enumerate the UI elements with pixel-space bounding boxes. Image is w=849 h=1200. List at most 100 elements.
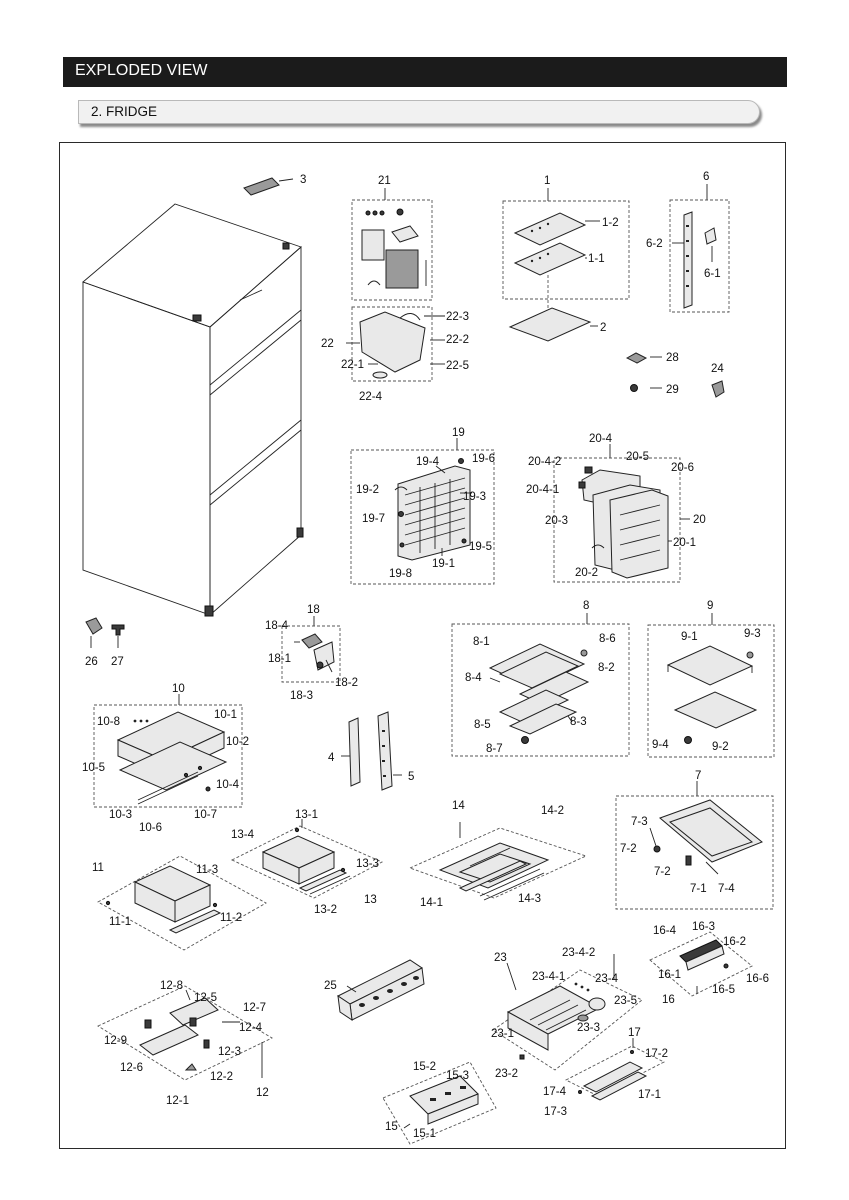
part-15 [382,1061,497,1145]
part-16 [649,931,753,997]
label-9-2: 9-2 [712,741,729,753]
label-7-2a: 7-2 [620,843,637,855]
label-18-4: 18-4 [265,620,289,632]
label-23-2: 23-2 [495,1068,518,1080]
label-10: 10 [172,683,185,695]
part-25 [337,959,425,1022]
label-10-3: 10-3 [109,809,132,821]
label-7-4: 7-4 [718,883,735,895]
label-17: 17 [628,1027,641,1039]
label-7-2b: 7-2 [654,866,671,878]
label-14-3: 14-3 [518,893,541,905]
label-5: 5 [408,771,414,783]
part-18 [281,616,341,683]
part-28-29-24 [625,352,725,398]
label-20-3: 20-3 [545,515,568,527]
label-16-5: 16-5 [712,984,735,996]
label-28: 28 [666,352,679,364]
label-19-6: 19-6 [472,453,495,465]
label-19: 19 [452,427,465,439]
label-17-1: 17-1 [638,1089,661,1101]
label-15-2: 15-2 [413,1061,436,1073]
label-10-8: 10-8 [97,716,120,728]
label-23-4: 23-4 [595,973,619,985]
part-26-27 [85,617,125,648]
label-12-7: 12-7 [243,1002,266,1014]
label-7: 7 [695,770,701,782]
label-8-2: 8-2 [598,662,615,674]
label-23-1: 23-1 [491,1028,514,1040]
label-6-2: 6-2 [646,238,663,250]
label-12-2: 12-2 [210,1071,233,1083]
label-22-3: 22-3 [446,311,469,323]
label-23: 23 [494,952,507,964]
label-19-2: 19-2 [356,484,379,496]
label-18-3: 18-3 [290,690,313,702]
label-6-1: 6-1 [704,268,721,280]
header-bar: EXPLODED VIEW [63,57,787,87]
label-14-2: 14-2 [541,805,564,817]
fridge-cabinet [82,203,304,617]
label-16-4: 16-4 [653,925,677,937]
label-4: 4 [328,752,335,764]
label-23-4-1: 23-4-1 [532,971,565,983]
label-8-5: 8-5 [474,719,491,731]
label-22: 22 [321,338,334,350]
label-19-3: 19-3 [463,491,486,503]
part-17 [565,1038,665,1101]
part-12 [97,985,273,1081]
label-22-1: 22-1 [341,359,364,371]
label-25: 25 [324,980,337,992]
label-10-6: 10-6 [139,822,162,834]
label-16-2: 16-2 [723,936,746,948]
label-13-2: 13-2 [314,904,337,916]
page-title: EXPLODED VIEW [75,62,208,79]
label-16-6: 16-6 [746,973,769,985]
label-26: 26 [85,656,98,668]
label-23-4-2: 23-4-2 [562,947,595,959]
label-10-4: 10-4 [216,779,240,791]
label-18: 18 [307,604,320,616]
label-22-2: 22-2 [446,334,469,346]
label-10-5: 10-5 [82,762,105,774]
callout-labels: 3 21 22-3 22-2 22 22-1 22-5 22-4 1 1-2 1… [82,171,769,1140]
section-tab: 2. FRIDGE [78,100,760,124]
part-1-2 [502,188,630,342]
label-20-4-2: 20-4-2 [528,456,561,468]
label-12-3: 12-3 [218,1046,241,1058]
label-20: 20 [693,514,706,526]
label-8-7: 8-7 [486,743,503,755]
label-17-3: 17-3 [544,1106,567,1118]
label-16: 16 [662,994,675,1006]
label-17-2: 17-2 [645,1048,668,1060]
label-2: 2 [600,322,606,334]
label-19-1: 19-1 [432,558,455,570]
diagram-frame [59,142,786,1149]
label-14: 14 [452,800,465,812]
label-23-5: 23-5 [614,995,637,1007]
label-19-7: 19-7 [362,513,385,525]
label-13: 13 [364,894,377,906]
label-12-5: 12-5 [194,992,217,1004]
label-19-4: 19-4 [416,456,440,468]
part-7 [615,781,774,910]
label-9-3: 9-3 [744,628,761,640]
label-12-8: 12-8 [160,980,183,992]
label-27: 27 [111,656,124,668]
label-7-3: 7-3 [631,816,648,828]
label-11-3: 11-3 [196,864,218,876]
label-15: 15 [385,1121,398,1133]
label-13-1: 13-1 [295,809,318,821]
label-8-6: 8-6 [599,633,616,645]
label-15-1: 15-1 [413,1128,436,1140]
label-10-7: 10-7 [194,809,217,821]
label-12-1: 12-1 [166,1095,189,1107]
label-10-1: 10-1 [214,709,237,721]
part-3 [243,177,294,196]
label-11-2: 11-2 [220,912,242,924]
label-11-1: 11-1 [109,916,131,928]
label-16-1: 16-1 [658,969,681,981]
label-8-4: 8-4 [465,672,482,684]
label-18-2: 18-2 [335,677,358,689]
